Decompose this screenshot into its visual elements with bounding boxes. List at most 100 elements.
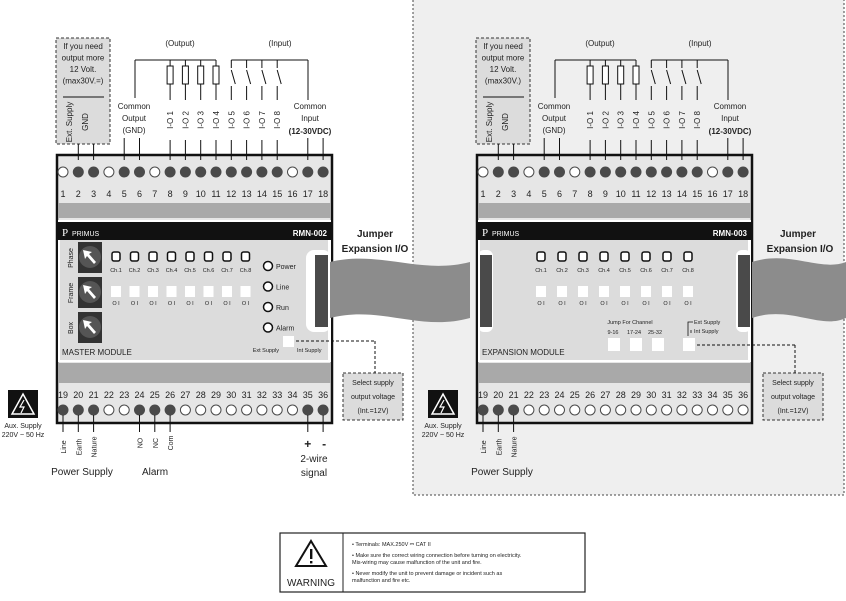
channel-switch[interactable] (620, 286, 630, 297)
terminal-number: 17 (303, 189, 313, 199)
switch-label: O I (600, 301, 608, 307)
terminal-26 (164, 404, 176, 416)
terminal-number: 25 (150, 390, 160, 400)
terminal-number: 25 (570, 390, 580, 400)
expansion-connector (315, 255, 328, 327)
channel-switch[interactable] (222, 286, 232, 297)
terminal-20 (72, 404, 84, 416)
terminal-number: 4 (106, 189, 111, 199)
module-title: MASTER MODULE (62, 348, 132, 357)
terminal-number: 34 (707, 390, 717, 400)
terminal-number: 7 (152, 189, 157, 199)
terminal-number: 24 (134, 390, 144, 400)
channel-switch[interactable] (683, 286, 693, 297)
terminal-number: 22 (524, 390, 534, 400)
channel-switch[interactable] (578, 286, 588, 297)
terminal-6 (134, 166, 145, 178)
channel-switch[interactable] (185, 286, 195, 297)
status-label: Line (276, 285, 289, 292)
common-input-label: Common (714, 102, 746, 111)
channel-label: Ch.3 (577, 268, 589, 274)
high-voltage-icon (8, 390, 38, 418)
ext-supply-label: Ext Supply (694, 320, 721, 326)
ext-supply-note-line: 12 Volt. (70, 65, 97, 74)
terminal-number: 35 (723, 390, 733, 400)
channel-switch[interactable] (536, 286, 546, 297)
status-led-line (262, 281, 274, 292)
io-label-2: I-O 2 (181, 111, 190, 129)
channel-jumper[interactable] (652, 338, 664, 351)
io-label-5: I-O 5 (227, 111, 236, 129)
terminal-11 (210, 166, 222, 178)
channel-switch[interactable] (166, 286, 177, 297)
channel-switch[interactable] (111, 286, 121, 297)
terminal-number: 17 (723, 189, 733, 199)
terminal-number: 32 (257, 390, 267, 400)
power-label-earth: Earth (76, 439, 83, 456)
supply-jumper[interactable] (683, 338, 695, 351)
expansion-connector-right (738, 255, 750, 327)
aux-supply-voltage-right: 220V ~ 50 Hz (422, 432, 465, 439)
channel-switch[interactable] (148, 286, 158, 297)
channel-switch[interactable] (240, 286, 251, 297)
terminal-28 (195, 404, 207, 416)
channel-label: Ch.6 (203, 268, 215, 274)
channel-label: Ch.6 (640, 268, 652, 274)
channel-jumper[interactable] (608, 338, 620, 351)
terminal-number: 5 (542, 189, 547, 199)
wire (666, 69, 672, 85)
io-label-8: I-O 8 (273, 111, 282, 129)
terminal-34 (287, 404, 298, 416)
channel-switch[interactable] (599, 286, 609, 297)
common-output-label: Common (118, 102, 150, 111)
ribbon-cable-right (752, 258, 846, 322)
status-label: Run (276, 305, 289, 312)
terminal-number: 33 (272, 390, 282, 400)
terminal-36 (737, 404, 749, 416)
terminal-number: 29 (211, 390, 221, 400)
io-label-7: I-O 7 (678, 111, 687, 129)
signal-label: signal (301, 468, 327, 479)
channel-label: Ch.4 (166, 268, 178, 274)
channel-switch[interactable] (641, 286, 651, 297)
channel-jumper[interactable] (630, 338, 642, 351)
wire (276, 69, 282, 85)
switch-label: O I (223, 301, 231, 307)
supply-jumper[interactable] (283, 336, 294, 347)
terminal-number: 12 (646, 189, 656, 199)
terminal-13 (661, 166, 673, 178)
switch-label: O I (168, 301, 176, 307)
load-resistor (601, 65, 609, 85)
terminal-33 (271, 404, 283, 416)
channel-label: Ch.2 (556, 268, 568, 274)
io-label-5: I-O 5 (647, 111, 656, 129)
terminal-number: 32 (677, 390, 687, 400)
terminal-number: 2 (76, 189, 81, 199)
common-input-label: Input (301, 114, 320, 123)
terminal-number: 2 (496, 189, 501, 199)
terminal-number: 23 (119, 390, 129, 400)
select-supply-line: output voltage (771, 394, 815, 401)
terminal-34 (707, 404, 718, 416)
terminal-number: 20 (493, 390, 503, 400)
channel-label: Ch.3 (147, 268, 159, 274)
brand-name: PRIMUS (492, 231, 520, 238)
aux-supply-label-right: Aux. Supply (424, 423, 462, 430)
channel-switch[interactable] (662, 286, 672, 297)
channel-label: Ch.1 (535, 268, 547, 274)
terminal-number: 28 (616, 390, 626, 400)
expansion-connector-left (480, 255, 492, 327)
common-input-voltage: (12-30VDC) (709, 127, 752, 136)
terminal-22 (103, 404, 115, 416)
warning-line: malfunction and fire etc. (352, 578, 411, 584)
terminal-7 (149, 166, 161, 178)
jump-range: 9-16 (607, 330, 618, 336)
channel-switch[interactable] (129, 286, 140, 297)
terminal-4 (523, 166, 535, 178)
warning-triangle-icon (294, 539, 328, 567)
terminal-27 (179, 404, 191, 416)
channel-led (203, 251, 214, 262)
channel-switch[interactable] (557, 286, 567, 297)
terminal-17 (722, 166, 734, 178)
channel-switch[interactable] (203, 286, 214, 297)
